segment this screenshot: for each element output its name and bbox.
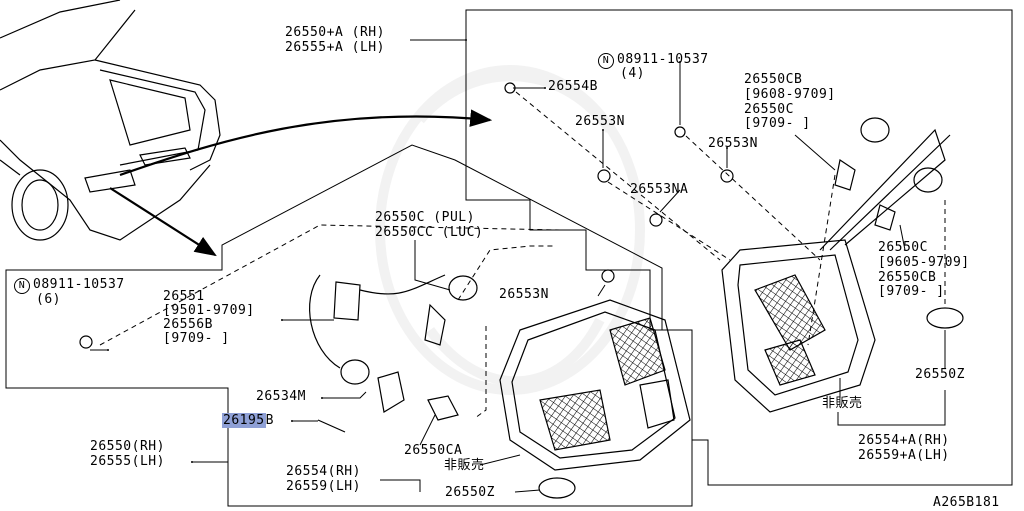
- dashed-lines: [99, 91, 946, 419]
- label-26550c-top: 26550C: [744, 102, 794, 117]
- label-not-for-sale-bottom: 非販売: [444, 458, 485, 473]
- leader-tick: [602, 129, 604, 131]
- label-date-9709-left: [9709- ]: [163, 331, 230, 346]
- label-26553n-a: 26553N: [575, 114, 625, 129]
- leader-lines: [90, 39, 946, 493]
- lamp-assembly-right: [721, 128, 951, 413]
- label-26556b: 26556B: [163, 317, 213, 332]
- label-26550z-bottom: 26550Z: [445, 485, 495, 500]
- leader-tick: [321, 397, 323, 399]
- label-26550a-rh: 26550+A (RH): [285, 25, 385, 40]
- label-26534m: 26534M: [256, 389, 306, 404]
- n-symbol-icon: N: [14, 278, 30, 294]
- leader-tick: [679, 61, 681, 63]
- label-26553n-b: 26553N: [708, 136, 758, 151]
- nut-left-number: 08911-10537: [33, 277, 125, 292]
- label-nut-top-qty: (4): [620, 66, 645, 81]
- watermark-logo: [375, 65, 645, 395]
- diagram-code: A265B181: [933, 495, 1000, 510]
- label-26553n-c: 26553N: [499, 287, 549, 302]
- label-date-9605-9709: [9605-9709]: [878, 255, 970, 270]
- leader-tick: [544, 87, 546, 89]
- label-date-9608-9709: [9608-9709]: [744, 87, 836, 102]
- leader-tick: [291, 420, 293, 422]
- label-date-9709-right: [9709- ]: [878, 284, 945, 299]
- leader-tick: [107, 349, 109, 351]
- label-26550c-right: 26550C: [878, 240, 928, 255]
- leader-ticks: [107, 39, 728, 463]
- n-symbol-icon: N: [598, 53, 614, 69]
- label-26559a-lh: 26559+A(LH): [858, 448, 950, 463]
- label-26555-lh: 26555(LH): [90, 454, 165, 469]
- label-26553na: 26553NA: [630, 182, 689, 197]
- label-nut-left-qty: (6): [36, 292, 61, 307]
- car-arrows: [109, 109, 493, 257]
- leader-tick: [726, 147, 728, 149]
- small-parts: [79, 82, 964, 499]
- label-26554b: 26554B: [548, 79, 598, 94]
- label-26550ca: 26550CA: [404, 443, 463, 458]
- label-not-for-sale-right: 非販売: [822, 396, 863, 411]
- lamp-assembly-left: [499, 299, 691, 471]
- nut-top-number: 08911-10537: [617, 52, 709, 67]
- label-26550c-pul: 26550C (PUL): [375, 210, 475, 225]
- leader-tick: [191, 461, 193, 463]
- label-26550-rh: 26550(RH): [90, 439, 165, 454]
- leader-tick: [465, 39, 467, 41]
- label-26550cb-right: 26550CB: [878, 270, 937, 285]
- leader-tick: [281, 319, 283, 321]
- label-26551: 26551: [163, 289, 205, 304]
- label-26550cb-top: 26550CB: [744, 72, 803, 87]
- label-date-9709-top: [9709- ]: [744, 116, 811, 131]
- label-26559-lh: 26559(LH): [286, 479, 361, 494]
- label-26195b[interactable]: 26195B: [222, 413, 274, 428]
- label-26555a-lh: 26555+A (LH): [285, 40, 385, 55]
- label-26554a-rh: 26554+A(RH): [858, 433, 950, 448]
- label-26550cc-luc: 26550CC (LUC): [375, 225, 484, 240]
- label-26550z-right: 26550Z: [915, 367, 965, 382]
- frame-lower-left: [5, 144, 693, 507]
- car-drawing: [0, 0, 221, 241]
- part-suffix: B: [265, 413, 274, 428]
- highlighted-part-number[interactable]: 26195: [222, 413, 266, 428]
- label-26554-rh: 26554(RH): [286, 464, 361, 479]
- label-date-9501-9709: [9501-9709]: [163, 303, 255, 318]
